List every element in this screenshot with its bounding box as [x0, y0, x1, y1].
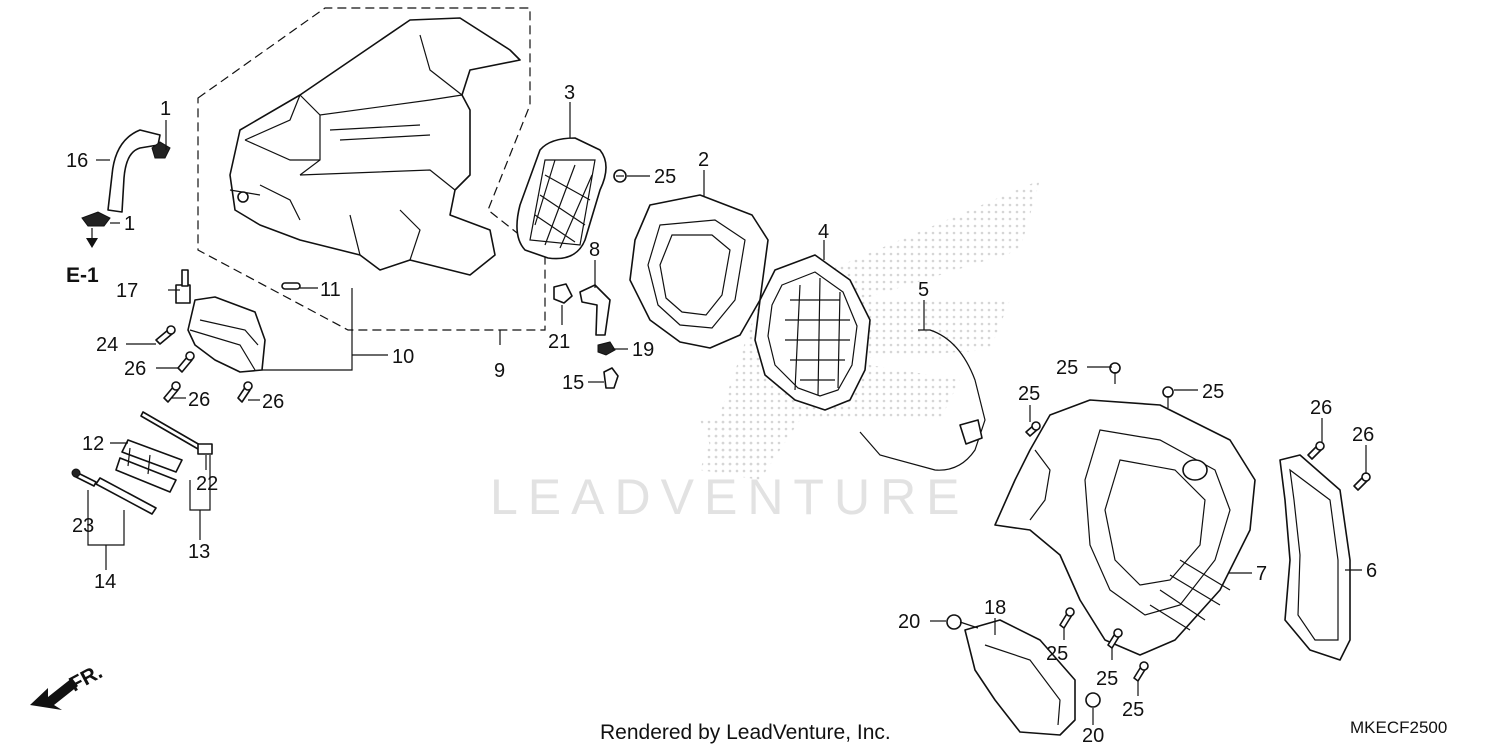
callout-25-e: 25: [1046, 643, 1068, 665]
hose-clip-bottom: [81, 211, 111, 227]
callout-4: 4: [818, 221, 829, 243]
screw-26-a: [177, 351, 195, 373]
callout-26-a: 26: [124, 358, 146, 380]
reference-e1: E-1: [66, 264, 99, 287]
clip-15: [603, 367, 619, 389]
callout-26-b: 26: [188, 389, 210, 411]
clamp-band-12: [115, 439, 183, 493]
screw-25-d: [1162, 386, 1174, 408]
screw-26-d: [1307, 441, 1325, 460]
callout-5: 5: [918, 279, 929, 301]
callout-12: 12: [82, 433, 104, 455]
drain-plug: [175, 269, 191, 304]
callout-10: 10: [392, 346, 414, 368]
callout-labels: 1 1 16 17 24 11 10 9 26 26 26 12 22 23 1…: [66, 82, 1377, 747]
diagram-code: MKECF2500: [1350, 718, 1447, 737]
screw-25-b: [1025, 421, 1041, 437]
callout-15: 15: [562, 372, 584, 394]
screw-25-c: [1109, 362, 1121, 384]
callout-3: 3: [564, 82, 575, 104]
front-arrow-icon: [30, 678, 78, 710]
callout-21: 21: [548, 331, 570, 353]
callout-1-bottom: 1: [124, 213, 135, 235]
callout-25-b: 25: [1056, 357, 1078, 379]
screw-24: [155, 325, 176, 345]
callout-18: 18: [984, 597, 1006, 619]
screw-25-e: [1059, 607, 1075, 629]
callout-11: 11: [320, 279, 341, 301]
watermark-text: LEADVENTURE: [490, 469, 970, 525]
callout-13: 13: [188, 541, 210, 563]
callout-23: 23: [72, 515, 94, 537]
side-cover-7: [994, 399, 1256, 656]
leader-lines: [87, 102, 1367, 725]
callout-14: 14: [94, 571, 116, 593]
callout-26-d: 26: [1310, 397, 1332, 419]
screw-25-g: [1133, 661, 1149, 682]
callout-25-d: 25: [1018, 383, 1040, 405]
seal-6: [1279, 454, 1351, 661]
callout-2: 2: [698, 149, 709, 171]
callout-25-g: 25: [1122, 699, 1144, 721]
callout-6: 6: [1366, 560, 1377, 582]
bolt-20-a: [946, 614, 979, 630]
filter-frame-4: [754, 254, 871, 411]
watermark-logo: [700, 180, 1040, 480]
strip-14: [95, 477, 157, 515]
retaining-wire-5: [859, 329, 986, 471]
callout-20-b: 20: [1082, 725, 1104, 747]
screw-26-e: [1353, 472, 1371, 491]
cover-18: [964, 619, 1076, 736]
callout-1-top: 1: [160, 98, 171, 120]
callout-16: 16: [66, 150, 88, 172]
callout-26-e: 26: [1352, 424, 1374, 446]
fitting-8: [579, 284, 611, 336]
callout-7: 7: [1256, 563, 1267, 585]
callout-25-f: 25: [1096, 668, 1118, 690]
arrow-e1-head: [86, 238, 98, 248]
nut-21: [553, 283, 573, 304]
callout-19: 19: [632, 339, 654, 361]
callout-20-a: 20: [898, 611, 920, 633]
bolt-20-b: [1085, 692, 1101, 708]
air-filter-element-2: [629, 194, 769, 349]
clip-19: [597, 341, 616, 356]
bolt-23: [71, 468, 97, 487]
breather-hose: [107, 129, 161, 213]
element-holder-3: [516, 137, 607, 260]
cover-10: [187, 296, 266, 373]
screw-26-c: [237, 381, 253, 403]
callout-22: 22: [196, 473, 218, 495]
callout-17: 17: [116, 280, 138, 302]
screw-25-f: [1107, 628, 1123, 649]
bolt-22: [140, 411, 213, 455]
callout-25-a: 25: [654, 166, 676, 188]
callout-8: 8: [589, 239, 600, 261]
pin-11: [281, 282, 301, 290]
callout-26-c: 26: [262, 391, 284, 413]
callout-9: 9: [494, 360, 505, 382]
callout-24: 24: [96, 334, 118, 356]
housing-group-outline: [197, 7, 546, 331]
rendered-by-footer: Rendered by LeadVenture, Inc.: [600, 721, 891, 744]
air-cleaner-housing: [229, 17, 521, 276]
callout-25-c: 25: [1202, 381, 1224, 403]
screw-25-a: [613, 169, 627, 183]
screw-26-b: [163, 381, 181, 403]
